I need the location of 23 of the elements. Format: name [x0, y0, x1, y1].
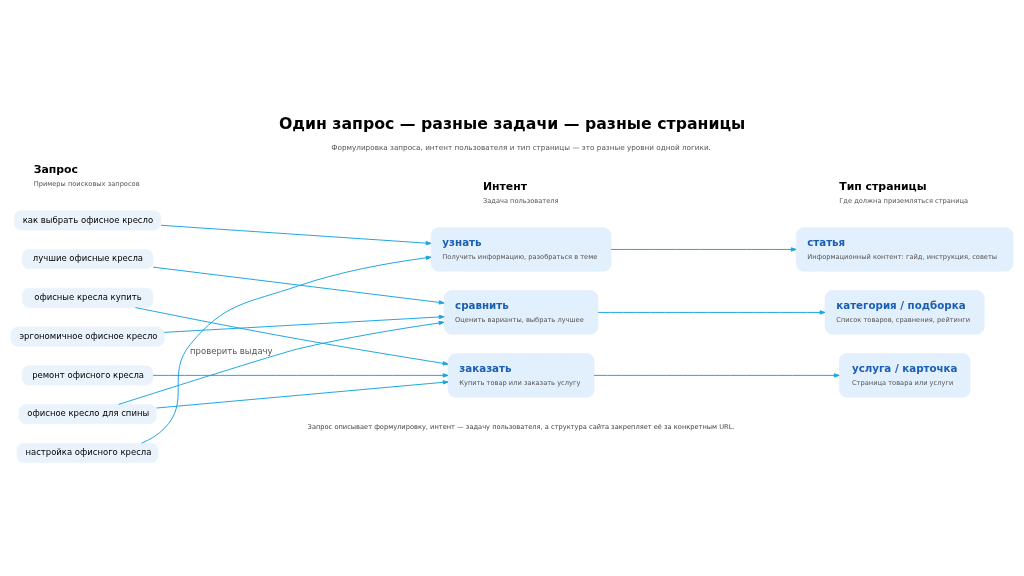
diagram-title: Один запрос — разные задачи — разные страницы: [278, 113, 746, 133]
label: Запрос: [33, 162, 78, 176]
node-box: эргономичное офисное кресло: [10, 326, 165, 347]
node-box: как выбрать офисное кресло: [14, 209, 162, 230]
edge-label: проверить выдачу: [190, 345, 273, 356]
arrow: [141, 255, 432, 444]
arrow: [152, 266, 445, 305]
arrow: [610, 246, 797, 252]
node-box: настройка офисного кресла: [16, 442, 159, 463]
arrow: [155, 379, 449, 408]
arrow: [118, 320, 445, 405]
node-box: ремонт офисного кресла: [21, 364, 154, 385]
label: Интент: [482, 179, 528, 193]
node-box: офисные кресла купить: [21, 287, 154, 308]
node-box: офисное кресло для спины: [18, 403, 157, 424]
arrow: [135, 306, 449, 365]
arrow: [593, 372, 840, 378]
node-box: лучшие офисные кресла: [21, 248, 154, 269]
arrow: [597, 309, 826, 315]
arrow: [160, 224, 432, 245]
arrow: [152, 372, 449, 378]
label: Тип страницы: [839, 179, 927, 193]
arrow: [163, 314, 445, 333]
